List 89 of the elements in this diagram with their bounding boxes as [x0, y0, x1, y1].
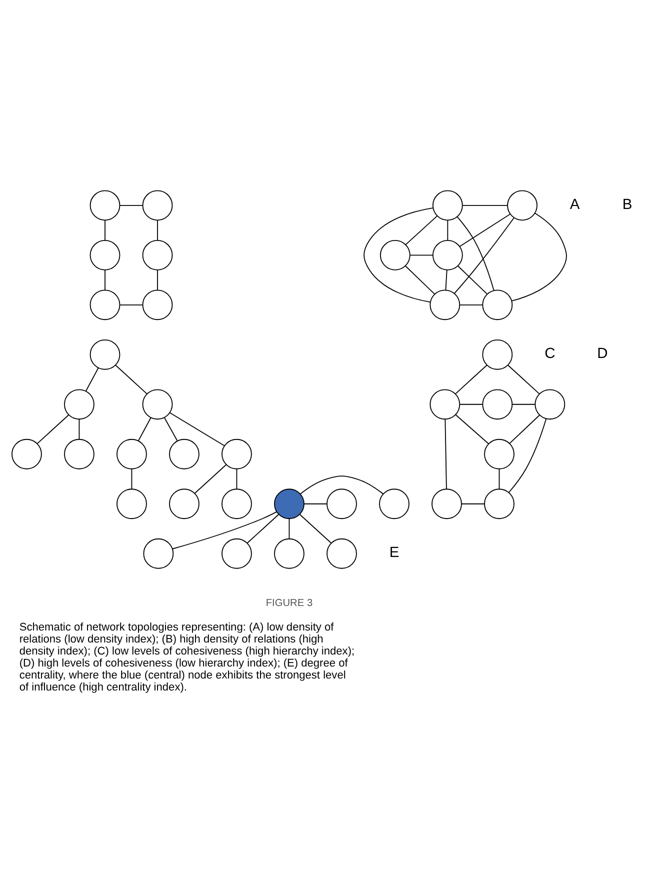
- connector: [508, 364, 540, 394]
- node-circle: [142, 389, 173, 420]
- node-circle: [274, 538, 304, 569]
- node-circle: [222, 538, 252, 569]
- node-circle: [64, 389, 94, 420]
- node-circle: [143, 538, 174, 569]
- node-circle: [142, 240, 173, 270]
- label: A: [570, 196, 580, 213]
- connector: [458, 266, 488, 295]
- node-circle: [116, 438, 147, 470]
- connector: [409, 254, 434, 256]
- connector: [115, 364, 148, 394]
- connector: [461, 503, 485, 504]
- node-circle: [90, 290, 120, 320]
- connector: [85, 367, 99, 392]
- connector: [304, 503, 328, 504]
- connector: [405, 216, 438, 246]
- connector: [288, 518, 290, 540]
- node-circle: [484, 438, 514, 470]
- connector: [364, 208, 434, 303]
- connector: [444, 418, 447, 490]
- connector: [405, 266, 436, 295]
- label: E: [389, 545, 400, 562]
- node-circle: [430, 290, 460, 320]
- node-circle: [482, 290, 513, 320]
- connector: [131, 468, 132, 490]
- node-circle: [507, 190, 538, 221]
- node-circle: [484, 488, 514, 520]
- connector: [459, 304, 484, 306]
- node-circle: [90, 339, 120, 370]
- connector: [508, 418, 547, 493]
- node-circle: [534, 389, 566, 420]
- connector: [236, 468, 238, 490]
- node-circle: [380, 240, 410, 270]
- node-circle: [90, 240, 120, 270]
- node-circle: [432, 190, 463, 221]
- node-circle: [379, 488, 410, 520]
- connector: [119, 304, 144, 306]
- node-circle: [142, 190, 173, 221]
- node-circle: [482, 339, 513, 370]
- connector: [164, 417, 178, 442]
- node-circle: [326, 538, 357, 569]
- node-circle: [116, 488, 147, 520]
- label: B: [622, 196, 632, 213]
- connector: [454, 217, 514, 294]
- connector: [445, 269, 448, 290]
- node-circle: [142, 290, 173, 320]
- connector: [462, 204, 508, 206]
- node-circle: [432, 488, 462, 520]
- connector: [172, 511, 278, 550]
- node-circle: [64, 438, 94, 470]
- connector: [157, 220, 158, 241]
- node-circle: [169, 488, 200, 520]
- connector: [104, 269, 106, 290]
- node-circle: [222, 438, 252, 470]
- connector: [36, 414, 70, 444]
- connector: [138, 417, 152, 442]
- connector: [447, 220, 448, 241]
- label: C: [544, 346, 556, 362]
- node-circle: [90, 190, 120, 221]
- connector: [512, 404, 536, 405]
- connector: [78, 418, 80, 440]
- connector: [511, 212, 567, 302]
- connector: [456, 216, 494, 292]
- connector: [509, 414, 540, 444]
- connector: [498, 468, 500, 490]
- connector: [194, 464, 227, 494]
- node-circle: [430, 389, 460, 420]
- connector: [104, 220, 106, 241]
- caption: Schematic of network topologies representing: (A) low density of relations (low density index); (B) high density of relations (high density index); (C) low levels of cohesiveness (high hierarchy index); (D) high levels of cohesiveness (low hierarchy index); (E) degree of centrality, where the blue (central) node exhibits the strongest level of influence (high centrality index).: [19, 622, 355, 694]
- connector: [459, 214, 511, 247]
- connector: [455, 364, 488, 394]
- node-circle: [169, 438, 200, 470]
- node-circle: [274, 488, 304, 520]
- connector: [246, 514, 280, 544]
- node-circle: [482, 389, 513, 420]
- label: D: [597, 346, 608, 362]
- node-circle: [12, 438, 42, 470]
- connector: [455, 414, 489, 444]
- connector: [459, 404, 484, 405]
- node-circle: [432, 240, 463, 270]
- connector: [119, 204, 144, 206]
- connector: [299, 514, 332, 544]
- connector: [157, 269, 158, 290]
- connector: [169, 412, 225, 446]
- node-circle: [326, 488, 357, 520]
- node-circle: [222, 488, 252, 520]
- connector: [300, 476, 384, 494]
- label: FIGURE 3: [266, 598, 313, 609]
